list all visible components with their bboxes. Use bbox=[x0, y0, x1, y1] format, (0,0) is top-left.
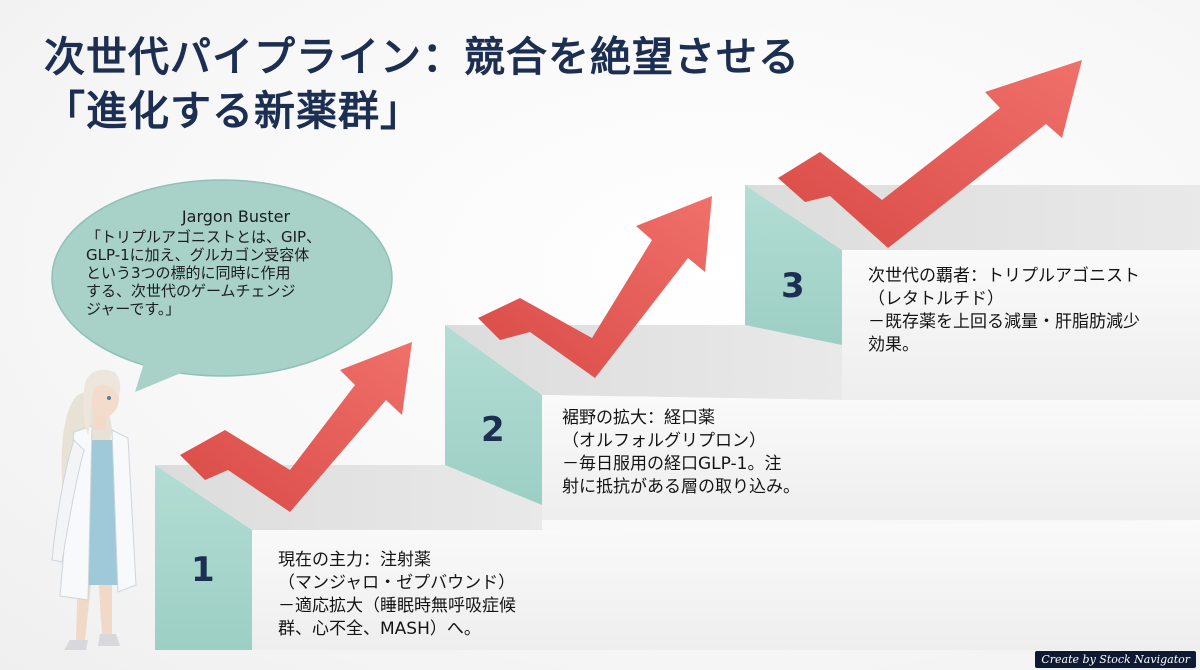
step-3-line-4: 効果。 bbox=[868, 335, 919, 355]
growth-arrow-1 bbox=[180, 342, 412, 512]
jargon-buster-line-5: ジャーです。」 bbox=[86, 300, 181, 318]
step-2-line-2: （オルフォルグリプロン） bbox=[562, 431, 766, 451]
step-2-line-4: 射に抵抗がある層の取り込み。 bbox=[562, 477, 800, 497]
step-2-number: 2 bbox=[481, 410, 505, 450]
step-3-heading: 次世代の覇者：トリプルアゴニスト bbox=[868, 266, 1140, 286]
step-1-line-4: 群、心不全、MASH）へ。 bbox=[278, 619, 481, 639]
jargon-buster-line-3: という3つの標的に同時に作用 bbox=[86, 264, 291, 282]
step-2-heading: 裾野の拡大：経口薬 bbox=[562, 408, 715, 428]
step-3-line-3: －既存薬を上回る減量・肝脂肪減少 bbox=[868, 312, 1140, 332]
jargon-buster-line-2: GLP-1に加え、グルカゴン受容体 bbox=[86, 246, 310, 264]
speech-bubble bbox=[51, 179, 393, 392]
step-1-description: 現在の主力：注射薬 （マンジャロ・ゼプバウンド） －適応拡大（睡眠時無呼吸症候 … bbox=[278, 549, 516, 641]
credit-badge: Create by Stock Navigator bbox=[1035, 651, 1196, 668]
doctor-character bbox=[51, 369, 137, 650]
step-3-number: 3 bbox=[781, 266, 805, 306]
step-1-heading: 現在の主力：注射薬 bbox=[278, 550, 431, 570]
step-2-line-3: －毎日服用の経口GLP-1。注 bbox=[562, 454, 782, 474]
step-1-line-3: －適応拡大（睡眠時無呼吸症候 bbox=[278, 596, 516, 616]
title-line-2: 「進化する新薬群」 bbox=[44, 87, 422, 135]
step-3-description: 次世代の覇者：トリプルアゴニスト （レタトルチド） －既存薬を上回る減量・肝脂肪… bbox=[868, 265, 1140, 357]
jargon-buster-text: Jargon Buster 「トリプルアゴニストとは、GIP、 GLP-1に加え… bbox=[86, 207, 386, 319]
step-1-number: 1 bbox=[191, 550, 215, 590]
step-3-line-2: （レタトルチド） bbox=[868, 289, 1004, 309]
title-line-1: 次世代パイプライン：競合を絶望させる bbox=[44, 33, 800, 81]
step-1-block bbox=[155, 465, 1200, 650]
growth-arrow-3 bbox=[778, 60, 1082, 248]
jargon-buster-line-4: する、次世代のゲームチェンジ bbox=[86, 282, 296, 300]
step-1-line-2: （マンジャロ・ゼプバウンド） bbox=[278, 573, 516, 593]
page-title: 次世代パイプライン：競合を絶望させる 「進化する新薬群」 bbox=[44, 30, 800, 138]
step-2-block bbox=[445, 325, 1200, 520]
step-2-description: 裾野の拡大：経口薬 （オルフォルグリプロン） －毎日服用の経口GLP-1。注 射… bbox=[562, 407, 800, 499]
growth-arrow-2 bbox=[478, 196, 712, 378]
jargon-buster-line-1: 「トリプルアゴニストとは、GIP、 bbox=[86, 228, 322, 246]
jargon-buster-title: Jargon Buster bbox=[181, 207, 291, 226]
